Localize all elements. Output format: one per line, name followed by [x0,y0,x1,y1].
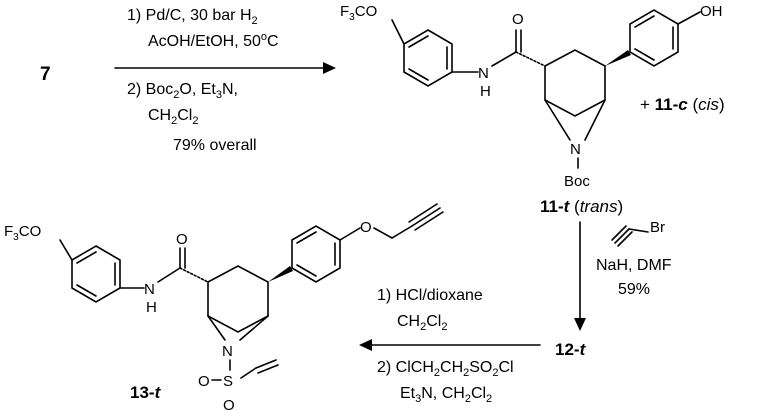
sulfonyl-s: S [223,373,233,390]
ocf3-label-13t: F3CO [4,223,41,243]
ether-o: O [360,219,372,236]
step1-line1: 1) Pd/C, 30 bar H2 [127,7,258,27]
compound-13t-label: 13-t [130,383,162,402]
amide-o: O [512,11,524,28]
compound-11t-label: 11-t (trans) [540,197,623,216]
reaction-arrow-1-head [323,62,336,74]
compound-13t-structure: F3CO N H O N S O O O [4,203,444,410]
amide-n-13t: N [144,281,155,298]
phenol-oh: OH [700,3,723,20]
amide-h-13t: H [146,299,157,316]
step1-line3: 2) Boc2O, Et3N, [127,81,238,101]
boc-group: Boc [564,173,590,190]
benzene-ring-right-13t [291,225,341,283]
amide-n: N [478,65,489,82]
benzene-ring-left-13t [71,245,121,303]
sulfonyl-o-1: O [198,373,210,390]
ring-n-13t: N [222,343,233,360]
piperidine-ring-13t [207,265,269,333]
step3-line2: CH2Cl2 [397,313,447,333]
step2-line1: NaH, DMF [596,257,672,274]
step2-yield: 59% [618,281,650,298]
step1-line2: AcOH/EtOH, 50oC [148,31,279,50]
compound-7-label: 7 [40,64,51,85]
ring-n: N [570,141,581,158]
compound-11t-structure: F3CO N H O N Boc OH [340,3,723,190]
minor-product-label: + 11-c (cis) [640,95,725,114]
reaction-arrow-3-head [359,339,372,351]
step3-line3: 2) ClCH2CH2SO2Cl [377,359,514,379]
reagent-br: Br [650,219,665,236]
ocf3-label: F3CO [340,3,377,23]
sulfonyl-o-2: O [223,397,235,410]
compound-12t-label: 12-t [555,340,587,359]
step3-line1: 1) HCl/dioxane [377,287,483,304]
step1-line4: CH2Cl2 [148,107,198,127]
benzene-ring-left [403,29,453,87]
benzene-ring-right [629,9,679,67]
step1-yield: 79% overall [173,137,257,154]
reaction-arrow-2-head [574,318,586,331]
step3-line4: Et3N, CH2Cl2 [400,385,492,405]
amide-o-13t: O [176,231,188,248]
piperidine-ring [544,49,606,117]
amide-h: H [480,83,491,100]
